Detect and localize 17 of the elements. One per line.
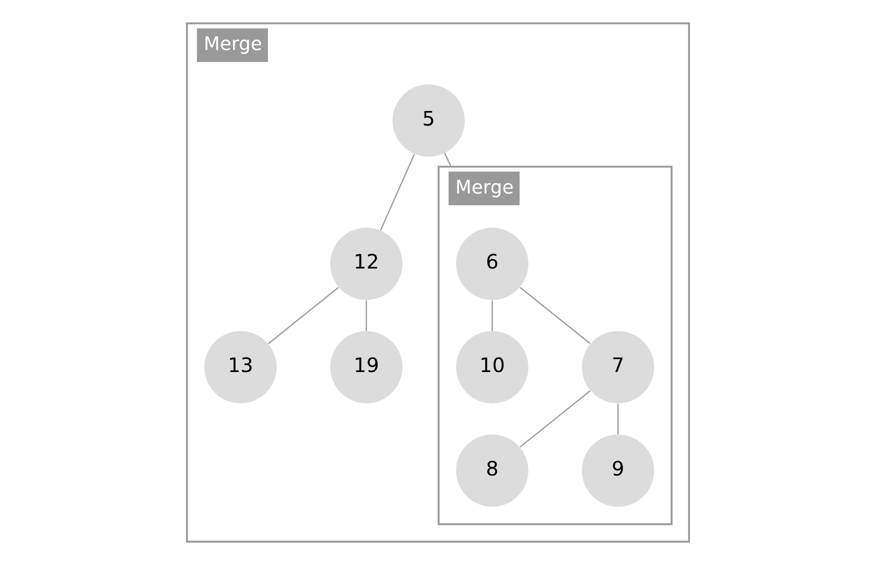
node-circle: 13 [204, 331, 277, 404]
node-circle: 7 [582, 331, 654, 404]
node-circle: 5 [392, 84, 465, 157]
connector [520, 390, 590, 448]
node-circle: 10 [456, 331, 528, 404]
connector [492, 300, 493, 331]
connector [520, 286, 591, 344]
node-circle: 6 [456, 228, 528, 300]
node-circle: 9 [582, 434, 654, 507]
connector [380, 154, 415, 231]
connector [366, 300, 367, 331]
node-circle: 8 [456, 434, 528, 507]
connector [617, 404, 619, 434]
connector [444, 152, 452, 167]
node-circle: 12 [330, 228, 402, 300]
connector [268, 286, 339, 344]
node-circle: 19 [330, 331, 402, 404]
